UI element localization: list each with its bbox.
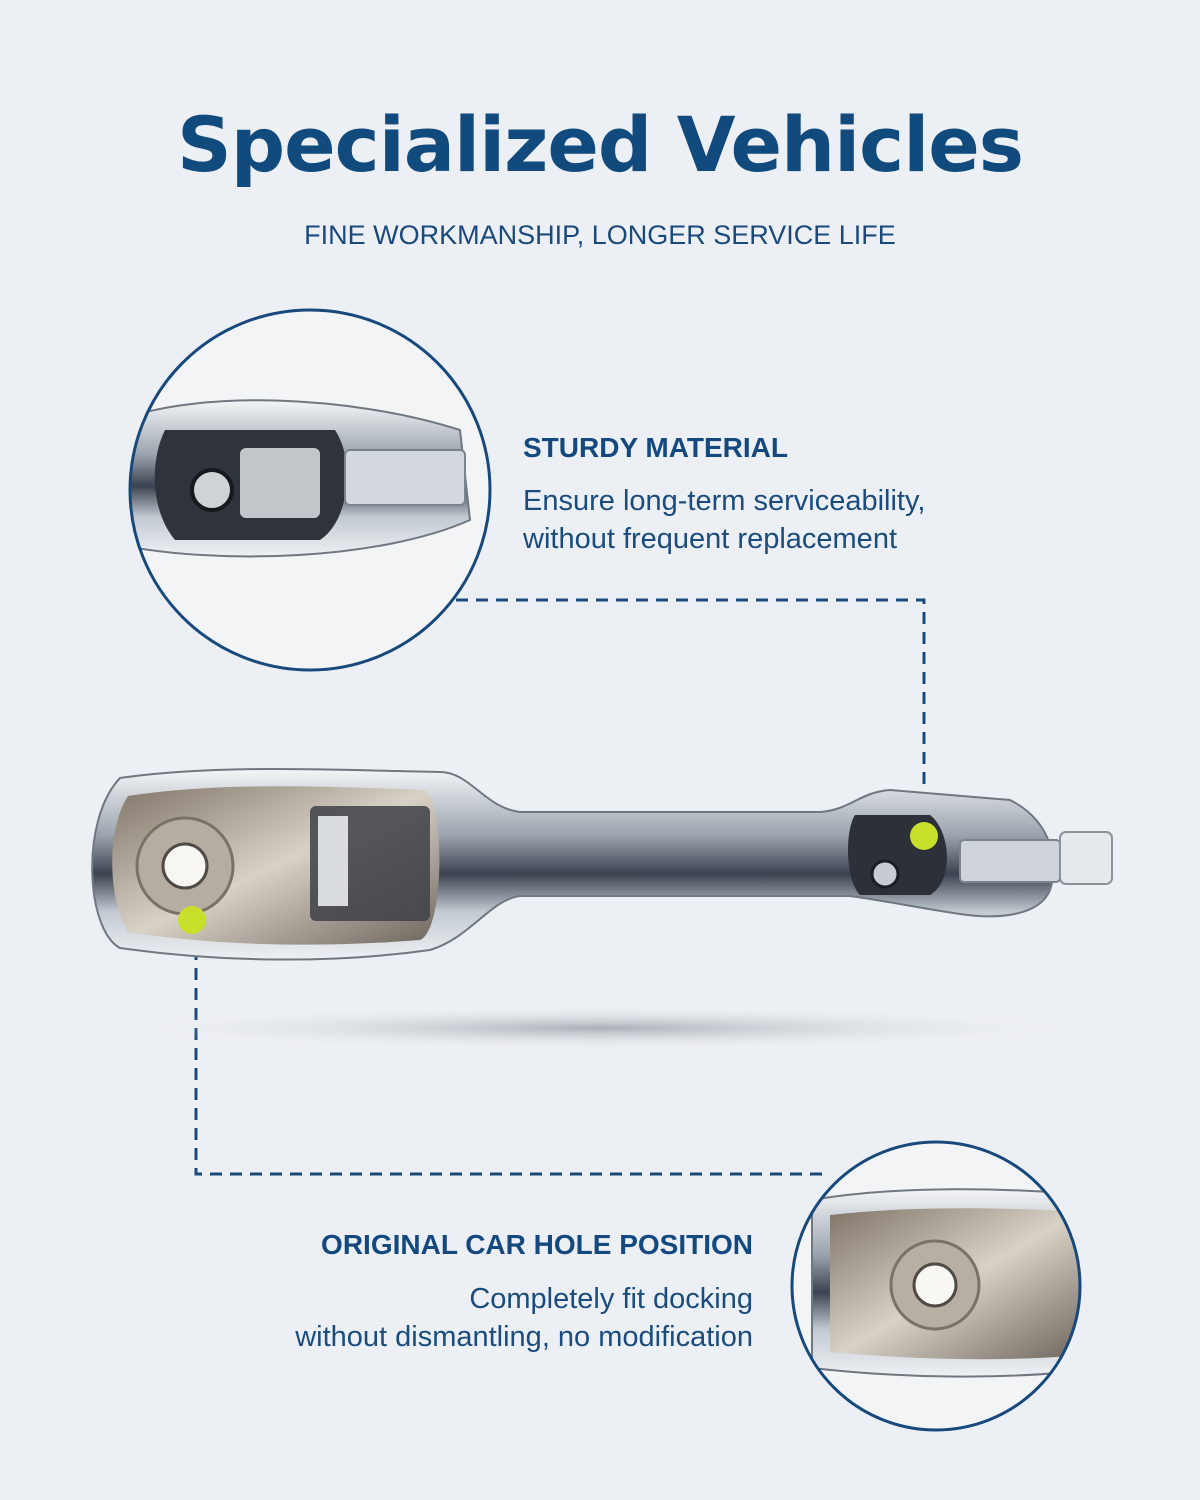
- handle-shadow: [120, 1006, 1080, 1050]
- page-subtitle: FINE WORKMANSHIP, LONGER SERVICE LIFE: [304, 220, 896, 250]
- zoom-detail-top: [128, 308, 492, 672]
- zoom-detail-bottom: [790, 1140, 1082, 1432]
- connector-line-bottom: [194, 928, 826, 1176]
- marker-dot-top: [910, 822, 938, 850]
- feature-heading-sturdy-material: STURDY MATERIAL: [523, 432, 788, 463]
- feature-description-sturdy-material: Ensure long-term serviceability, without…: [523, 482, 1043, 558]
- feature-description-line: Ensure long-term serviceability,: [523, 485, 926, 517]
- door-handle-image: [91, 768, 1113, 961]
- feature-description-line: without dismantling, no modification: [295, 1321, 753, 1353]
- marker-dot-bottom: [178, 906, 206, 934]
- feature-description-line: without frequent replacement: [523, 523, 897, 555]
- feature-description-hole-position: Completely fit docking without dismantli…: [193, 1280, 753, 1356]
- page-title: Specialized Vehicles: [176, 100, 1024, 189]
- connector-line-top: [456, 598, 926, 824]
- feature-heading-hole-position: ORIGINAL CAR HOLE POSITION: [321, 1229, 753, 1260]
- feature-description-line: Completely fit docking: [469, 1283, 753, 1315]
